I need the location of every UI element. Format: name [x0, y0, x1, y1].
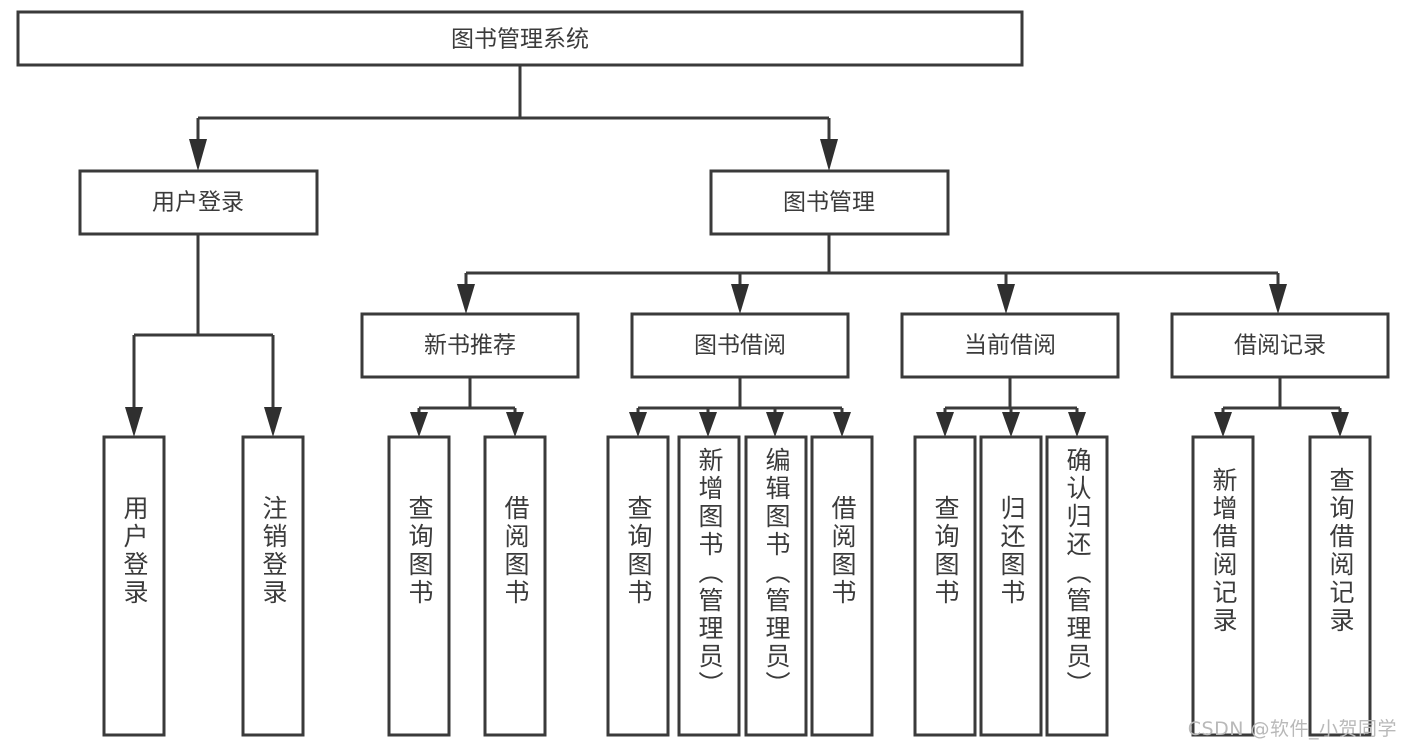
node-current-borrow-label: 当前借阅: [964, 333, 1056, 359]
node-borrow-record[interactable]: 借阅记录: [1170, 312, 1390, 379]
edge-group-current-borrow: [936, 377, 1086, 437]
node-current-borrow-box[interactable]: [900, 312, 1120, 379]
node-book-borrow-box[interactable]: [630, 312, 850, 379]
node-book-manage-box[interactable]: [709, 169, 950, 236]
node-leaf-query-record-box[interactable]: [1308, 435, 1372, 737]
watermark-text: CSDN @软件_小贺同学: [1187, 718, 1397, 740]
arrowhead-bb-to-leaf-query-book-2: [629, 412, 647, 437]
node-leaf-borrow-book-1-box[interactable]: [483, 435, 547, 737]
node-root-box[interactable]: [16, 10, 1024, 67]
node-leaf-add-book-box[interactable]: [677, 435, 741, 737]
node-borrow-record-label: 借阅记录: [1234, 333, 1326, 359]
arrowhead-bb-to-leaf-edit-book: [766, 412, 784, 437]
arrowhead-bm-to-borrow-record: [1269, 284, 1287, 314]
node-borrow-record-box[interactable]: [1170, 312, 1390, 379]
arrowhead-cb-to-leaf-query-book-3: [936, 412, 954, 437]
node-leaf-borrow-book-2-box[interactable]: [810, 435, 874, 737]
node-book-borrow[interactable]: 图书借阅: [630, 312, 850, 379]
node-leaf-user-login-box[interactable]: [102, 435, 166, 737]
node-leaf-user-logout-box[interactable]: [241, 435, 305, 737]
node-user-login-label: 用户登录: [152, 190, 244, 216]
edge-group-book-borrow: [629, 377, 851, 437]
edge-group-borrow-record: [1214, 377, 1349, 437]
arrowhead-br-to-leaf-query-record: [1331, 412, 1349, 437]
node-root[interactable]: 图书管理系统: [16, 10, 1024, 67]
arrowhead-ul-to-leaf-user-login: [125, 407, 143, 437]
node-leaf-add-record-box[interactable]: [1191, 435, 1255, 737]
node-new-book-recommend-box[interactable]: [360, 312, 580, 379]
node-new-book-recommend[interactable]: 新书推荐: [360, 312, 580, 379]
edge-group-new-book-recommend: [410, 377, 524, 437]
edge-group-user-login: [125, 234, 282, 437]
arrowhead-cb-to-leaf-return-book: [1002, 412, 1020, 437]
arrowhead-root-to-user-login: [189, 139, 207, 171]
arrowhead-br-to-leaf-add-record: [1214, 412, 1232, 437]
node-book-manage-label: 图书管理: [783, 190, 875, 216]
node-current-borrow[interactable]: 当前借阅: [900, 312, 1120, 379]
arrowhead-bb-to-leaf-add-book: [699, 412, 717, 437]
arrowhead-bb-to-leaf-borrow-book-2: [833, 412, 851, 437]
node-root-label: 图书管理系统: [451, 27, 589, 53]
node-leaf-query-book-3-box[interactable]: [913, 435, 977, 737]
arrowhead-bm-to-current-borrow: [997, 284, 1015, 314]
arrowhead-cb-to-leaf-confirm-return: [1068, 412, 1086, 437]
arrowhead-bm-to-book-borrow: [731, 284, 749, 314]
node-new-book-recommend-label: 新书推荐: [424, 333, 516, 359]
node-user-login-box[interactable]: [78, 169, 319, 236]
node-leaf-confirm-return-box[interactable]: [1045, 435, 1109, 737]
node-book-manage[interactable]: 图书管理: [709, 169, 950, 236]
node-leaf-return-book-box[interactable]: [979, 435, 1043, 737]
edge-group-book-manage: [457, 234, 1287, 314]
node-leaf-query-book-2-box[interactable]: [606, 435, 670, 737]
arrowhead-nbr-to-leaf-query-book-1: [410, 412, 428, 437]
node-user-login[interactable]: 用户登录: [78, 169, 319, 236]
arrowhead-nbr-to-leaf-borrow-book-1: [506, 412, 524, 437]
node-leaf-query-book-1-box[interactable]: [387, 435, 451, 737]
node-book-borrow-label: 图书借阅: [694, 333, 786, 359]
node-leaf-edit-book-box[interactable]: [744, 435, 808, 737]
arrowhead-bm-to-new-book-recommend: [457, 284, 475, 314]
edge-group-root: [189, 65, 838, 171]
arrowhead-root-to-book-manage: [820, 139, 838, 171]
arrowhead-ul-to-leaf-user-logout: [264, 407, 282, 437]
